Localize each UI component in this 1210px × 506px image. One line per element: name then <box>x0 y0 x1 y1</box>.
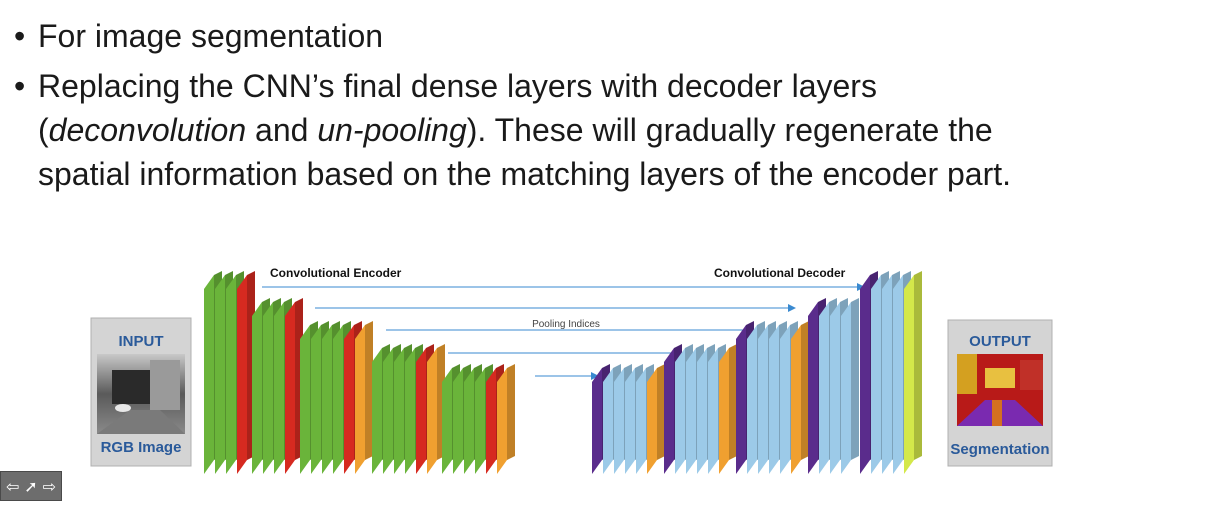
decoder-output-layer <box>904 271 922 474</box>
input-photo <box>97 354 185 434</box>
bullet-item-2: • Replacing the CNN’s final dense layers… <box>10 64 1200 196</box>
output-segmentation-map <box>957 354 1043 426</box>
slide-nav-controls: ⇦ ➚ ⇨ <box>0 471 62 501</box>
bullet-segment: ( <box>38 112 49 148</box>
italic-term: un-pooling <box>317 112 467 148</box>
bullet-item-1: • For image segmentation <box>10 14 1200 58</box>
output-caption: Segmentation <box>950 441 1049 458</box>
bullet-segment: ). These will gradually regenerate the <box>466 112 993 148</box>
bullet-text: For image segmentation <box>38 18 383 54</box>
forward-arrow-icon[interactable]: ⇨ <box>42 476 57 496</box>
input-caption: RGB Image <box>101 439 182 456</box>
decoder-deconv-layer <box>841 298 859 474</box>
italic-term: deconvolution <box>48 112 247 148</box>
encoder-label: Convolutional Encoder <box>270 266 402 280</box>
pooling-indices-label: Pooling Indices <box>532 319 600 330</box>
decoder-pooling-layer <box>647 364 665 474</box>
input-panel: INPUT RGB Image <box>90 317 192 467</box>
bullet-segment: spatial information based on the matchin… <box>38 156 1012 192</box>
encoder-pooling-layer <box>355 321 373 474</box>
output-heading: OUTPUT <box>969 333 1031 350</box>
decoder-pooling-layer <box>719 344 737 474</box>
bullet-text: Replacing the CNN’s final dense layers w… <box>38 68 1011 192</box>
bullet-segment: For image segmentation <box>38 18 384 54</box>
output-panel: OUTPUT Segmentation <box>947 319 1053 467</box>
bullet-segment: and <box>246 112 318 148</box>
network-layers <box>204 271 922 474</box>
segnet-diagram: INPUT RGB Image Convolutional Encoder Co… <box>0 250 1210 506</box>
back-arrow-icon[interactable]: ⇦ <box>5 476 20 496</box>
decoder-label: Convolutional Decoder <box>714 266 846 280</box>
decoder-pooling-layer <box>791 321 809 474</box>
segnet-architecture-svg: INPUT RGB Image Convolutional Encoder Co… <box>90 266 1053 474</box>
bullet-dot: • <box>14 68 26 104</box>
bullet-list: • For image segmentation • Replacing the… <box>10 14 1200 202</box>
pooling-arrows <box>262 283 865 380</box>
input-heading: INPUT <box>119 333 164 350</box>
bullet-dot: • <box>14 18 26 54</box>
bullet-segment: Replacing the CNN’s final dense layers w… <box>38 68 877 104</box>
encoder-pooling-layer <box>497 364 515 474</box>
pointer-icon[interactable]: ➚ <box>24 476 38 496</box>
